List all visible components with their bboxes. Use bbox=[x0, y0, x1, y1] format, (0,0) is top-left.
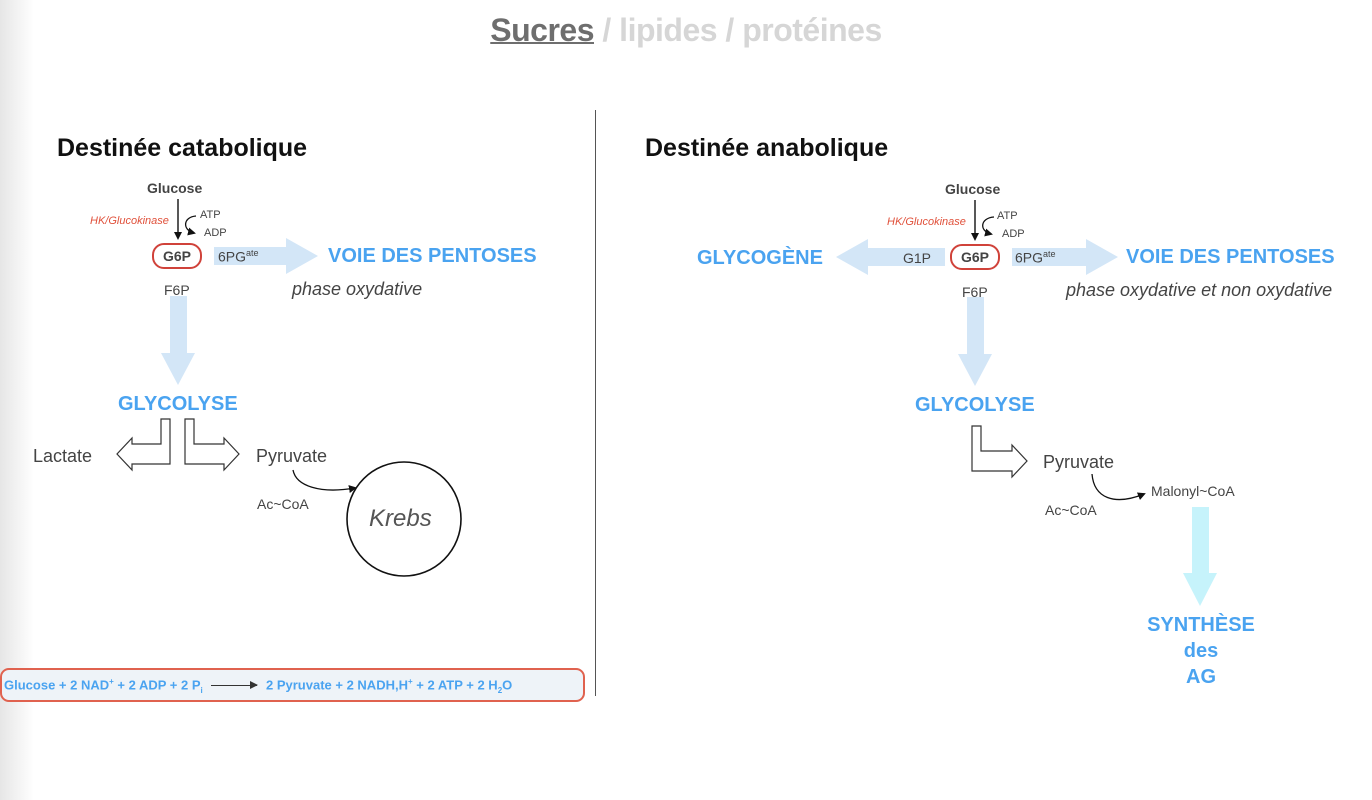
eq-sub2: 2 bbox=[497, 685, 503, 695]
krebs-circle bbox=[346, 461, 462, 577]
eq-sup1: + bbox=[109, 677, 114, 686]
page-title: Sucres / lipides / protéines bbox=[0, 12, 1372, 49]
left-atp-adp-curve bbox=[184, 215, 197, 236]
right-6pg-text: 6PG bbox=[1015, 249, 1044, 266]
malonyl-label: Malonyl~CoA bbox=[1151, 483, 1235, 499]
eq-arrow-icon bbox=[211, 681, 259, 690]
krebs-label: Krebs bbox=[369, 505, 432, 532]
slide-shadow bbox=[0, 0, 34, 800]
left-6pg-text: 6PG bbox=[218, 248, 247, 265]
right-accoa-label: Ac~CoA bbox=[1045, 502, 1097, 518]
right-accoa-curve bbox=[1091, 473, 1146, 501]
equation-box bbox=[0, 668, 585, 702]
g1p-label: G1P bbox=[903, 250, 932, 266]
right-6pg-sup: ate bbox=[1043, 249, 1056, 259]
right-glycolyse-arrow bbox=[958, 297, 992, 386]
left-glycolyse-label: GLYCOLYSE bbox=[118, 393, 238, 415]
left-pyruvate-label: Pyruvate bbox=[256, 446, 328, 466]
title-rest: / lipides / protéines bbox=[594, 12, 882, 48]
right-g6p-box: G6P bbox=[950, 244, 1000, 270]
eq-left: Glucose + 2 NAD bbox=[4, 677, 110, 693]
eq-right1: 2 Pyruvate + 2 NADH,H bbox=[266, 677, 408, 693]
left-pyruvate-arrow bbox=[184, 418, 240, 472]
title-sucres: Sucres bbox=[490, 12, 594, 48]
right-pyruvate-label: Pyruvate bbox=[1043, 452, 1115, 472]
right-f6p-label: F6P bbox=[962, 284, 988, 300]
right-enzyme-label: HK/Glucokinase bbox=[887, 216, 966, 228]
synthese-line3: AG bbox=[1186, 666, 1216, 688]
left-g6p-box: G6P bbox=[152, 243, 202, 269]
left-glycolyse-arrow bbox=[161, 296, 195, 385]
left-pentoses-label: VOIE DES PENTOSES bbox=[328, 245, 537, 267]
heading-catabolique: Destinée catabolique bbox=[57, 134, 308, 162]
eq-right2: + 2 ATP + 2 H bbox=[412, 677, 498, 693]
left-phase-label: phase oxydative bbox=[292, 279, 423, 299]
left-6pg-label: 6PGate bbox=[218, 248, 259, 265]
right-glycolyse-label: GLYCOLYSE bbox=[915, 394, 1035, 416]
heading-anabolique: Destinée anabolique bbox=[645, 134, 889, 162]
left-f6p-label: F6P bbox=[164, 282, 190, 298]
left-glucose-label: Glucose bbox=[147, 180, 203, 196]
right-atp-adp-curve bbox=[982, 216, 995, 237]
right-pentoses-label: VOIE DES PENTOSES bbox=[1126, 246, 1335, 268]
right-adp-label: ADP bbox=[1002, 228, 1025, 240]
left-pentose-arrow bbox=[214, 238, 318, 274]
glycolysis-equation: Glucose + 2 NAD+ + 2 ADP + 2 Pi 2 Pyruva… bbox=[4, 677, 512, 695]
lactate-label: Lactate bbox=[33, 446, 93, 466]
right-pentose-arrow bbox=[1012, 239, 1118, 275]
eq-right3: O bbox=[502, 677, 513, 693]
left-accoa-label: Ac~CoA bbox=[257, 496, 309, 512]
left-adp-label: ADP bbox=[204, 227, 227, 239]
left-6pg-sup: ate bbox=[246, 248, 259, 258]
right-6pg-label: 6PGate bbox=[1015, 249, 1056, 266]
eq-sub1: i bbox=[200, 685, 203, 695]
synthese-ag-label: SYNTHÈSE des AG bbox=[1140, 612, 1262, 690]
synthese-line1: SYNTHÈSE bbox=[1147, 614, 1255, 636]
left-lactate-arrow bbox=[116, 418, 171, 472]
right-glycogene-arrow bbox=[836, 239, 945, 275]
left-accoa-curve bbox=[292, 469, 357, 493]
right-glucose-label: Glucose bbox=[945, 181, 1001, 197]
eq-mid1: + 2 ADP + 2 P bbox=[113, 677, 201, 693]
left-enzyme-label: HK/Glucokinase bbox=[90, 215, 169, 227]
eq-sup2: + bbox=[407, 677, 413, 686]
glycogene-label: GLYCOGÈNE bbox=[697, 247, 823, 269]
left-atp-label: ATP bbox=[200, 209, 221, 221]
right-synthese-arrow bbox=[1183, 507, 1217, 606]
right-pyruvate-arrow bbox=[971, 425, 1028, 479]
right-phase-label: phase oxydative et non oxydative bbox=[1066, 280, 1333, 300]
column-divider bbox=[595, 110, 596, 696]
synthese-line2: des bbox=[1183, 640, 1219, 662]
right-atp-label: ATP bbox=[997, 210, 1018, 222]
